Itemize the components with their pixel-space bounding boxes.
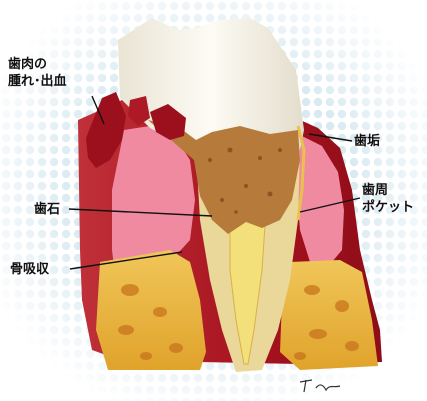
label-plaque: 歯垢: [354, 133, 380, 150]
label-pocket: 歯周 ポケット: [362, 182, 414, 216]
label-gum-swelling-line2: 腫れ･出血: [8, 73, 67, 90]
label-calculus: 歯石: [34, 201, 60, 218]
label-gum-swelling: 歯肉の 腫れ･出血: [8, 56, 67, 90]
label-bone-resorption: 骨吸収: [10, 261, 49, 278]
label-gum-swelling-line1: 歯肉の: [8, 56, 67, 73]
label-pocket-line1: 歯周: [362, 182, 414, 199]
label-pocket-line2: ポケット: [362, 199, 414, 216]
alveolar-bone: [96, 250, 206, 370]
